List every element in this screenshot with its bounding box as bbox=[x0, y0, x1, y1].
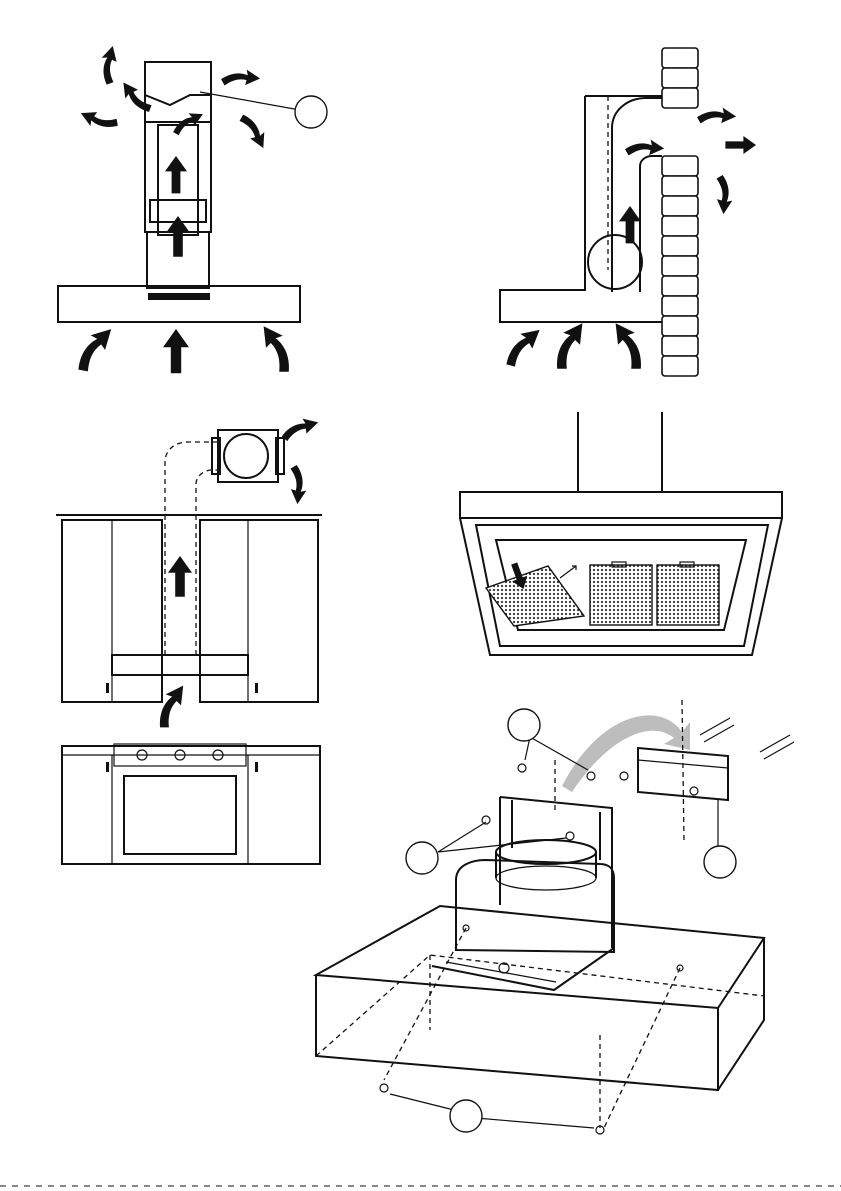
airflow-arrow bbox=[282, 410, 319, 448]
airflow-arrow bbox=[625, 132, 664, 166]
hood-cutout bbox=[432, 948, 614, 990]
screw-head bbox=[518, 764, 526, 772]
hood-top-panel bbox=[460, 492, 782, 518]
airflow-arrow bbox=[706, 175, 740, 214]
hood-body bbox=[58, 286, 300, 322]
airflow-arrow bbox=[163, 329, 189, 373]
airflow-arrow bbox=[78, 325, 111, 374]
airflow-arrow bbox=[95, 46, 125, 85]
figure-chimney-recirculation bbox=[58, 46, 327, 374]
bent-duct-outer bbox=[612, 98, 662, 292]
figure-filter-removal bbox=[460, 412, 782, 655]
grease-filter bbox=[657, 565, 719, 625]
callout-bubble bbox=[295, 96, 327, 128]
screw-head bbox=[380, 1084, 388, 1092]
motor-box bbox=[456, 860, 614, 952]
callout-bubble bbox=[508, 709, 540, 741]
airflow-arrow bbox=[81, 107, 118, 132]
callout-bubble bbox=[704, 846, 736, 878]
screw-head bbox=[620, 772, 628, 780]
airflow-arrow bbox=[221, 62, 260, 96]
figure-wall-extraction bbox=[500, 48, 756, 376]
hood-profile bbox=[500, 96, 662, 322]
callout-bubble bbox=[406, 842, 438, 874]
filter-strip bbox=[148, 293, 210, 300]
airflow-arrow bbox=[619, 206, 641, 243]
cooker-counter bbox=[62, 746, 320, 864]
airflow-arrow bbox=[165, 156, 187, 193]
figure-hood-mounting-exploded bbox=[316, 700, 794, 1134]
bent-duct-inner bbox=[640, 156, 662, 292]
airflow-arrow bbox=[234, 115, 273, 149]
screw-head bbox=[482, 816, 490, 824]
wall-plug bbox=[700, 718, 794, 759]
airflow-arrow bbox=[168, 556, 192, 597]
flex-duct-left bbox=[165, 442, 218, 655]
airflow-arrow bbox=[616, 323, 641, 369]
airflow-arrow bbox=[160, 686, 183, 728]
airflow-arrow bbox=[264, 326, 289, 372]
screw-head bbox=[690, 787, 698, 795]
hood-top-surface bbox=[316, 906, 764, 1008]
grease-filter-tilted bbox=[486, 566, 584, 626]
callout-bubble bbox=[450, 1100, 482, 1132]
screw-head bbox=[566, 832, 574, 840]
brick-wall bbox=[662, 48, 698, 376]
airflow-arrow bbox=[725, 136, 756, 154]
airflow-arrow bbox=[280, 465, 314, 504]
deflector-plate bbox=[145, 95, 211, 105]
figure-cabinet-ducting bbox=[56, 410, 322, 864]
screw-head bbox=[587, 772, 595, 780]
airflow-arrow bbox=[506, 324, 539, 370]
relocation-arrow bbox=[562, 715, 690, 792]
airflow-arrow bbox=[557, 323, 582, 369]
oven-door bbox=[124, 776, 236, 854]
airflow-arrow bbox=[697, 100, 736, 134]
hood-under-cabinet bbox=[112, 655, 248, 675]
grease-filter bbox=[590, 565, 652, 625]
